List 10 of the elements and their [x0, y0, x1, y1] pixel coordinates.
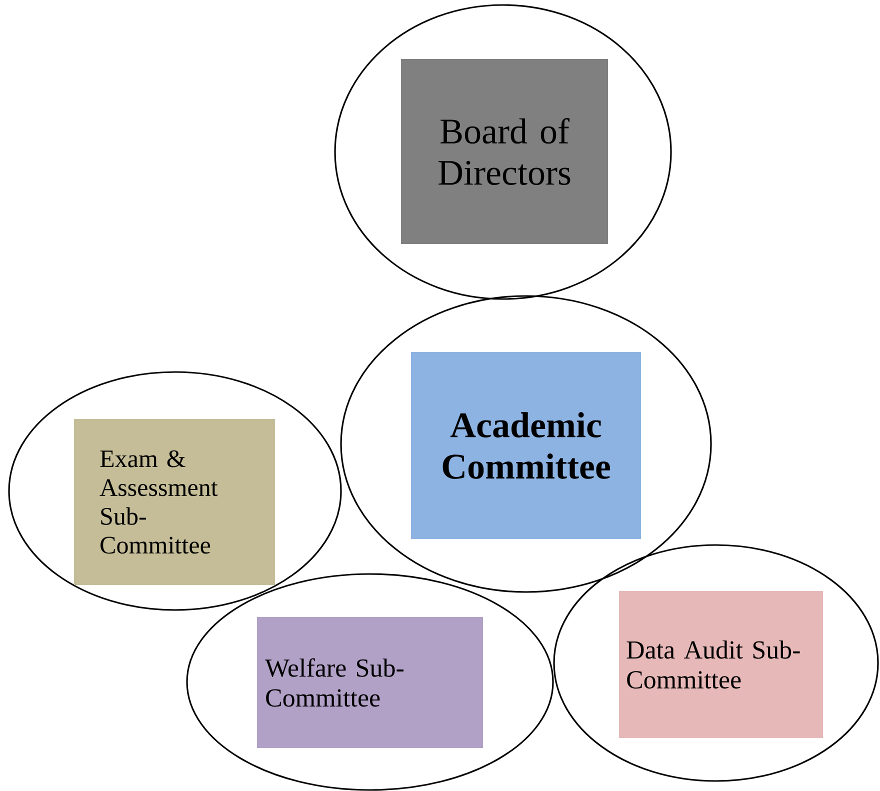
ellipse — [553, 544, 879, 782]
ellipse — [8, 371, 342, 611]
text-box: Academic Committee — [411, 352, 642, 539]
text-box: Exam & Assessment Sub-Committee — [74, 419, 275, 585]
ellipse — [340, 295, 712, 593]
text-box: Board of Directors — [401, 59, 608, 244]
text-box: Data Audit Sub-Committee — [619, 591, 824, 738]
ellipse — [334, 4, 672, 300]
text-box: Welfare Sub-Committee — [257, 617, 483, 748]
ellipse — [186, 573, 554, 791]
